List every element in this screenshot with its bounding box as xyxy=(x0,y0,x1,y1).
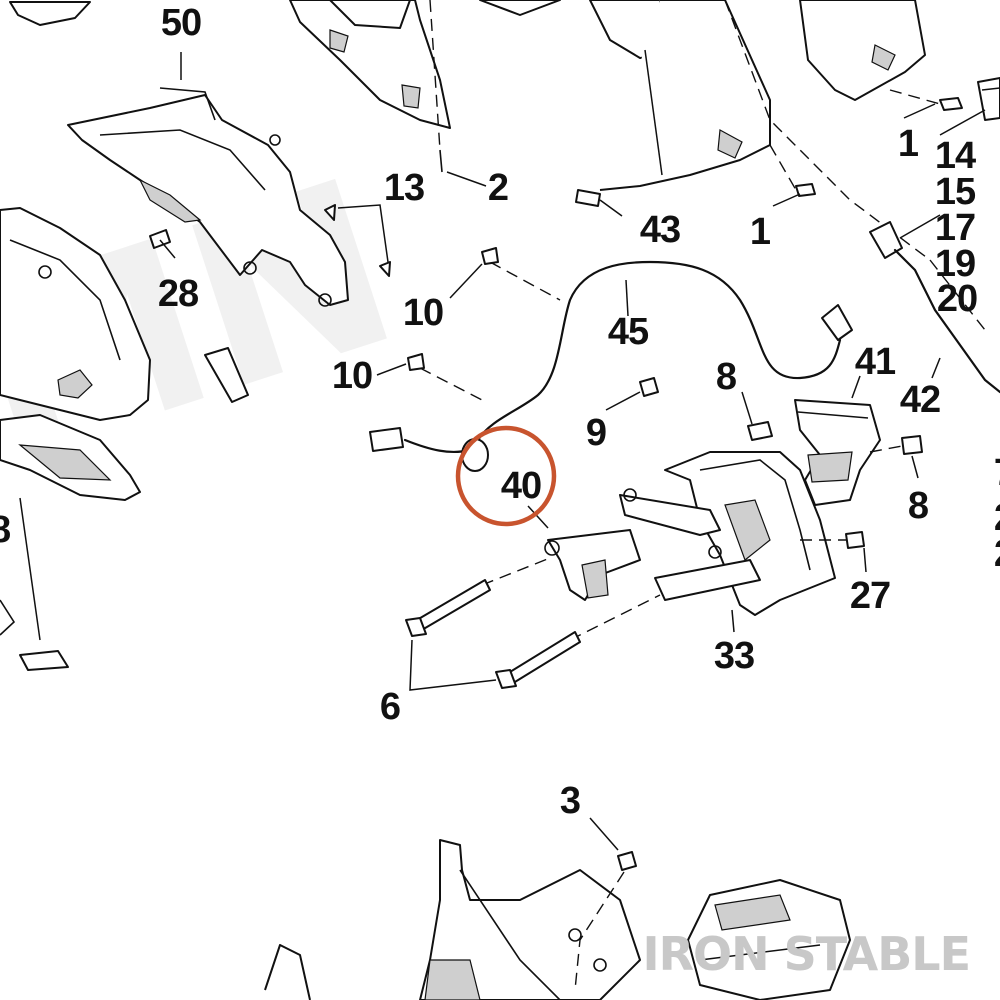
callout-2-partial-a: 2 xyxy=(994,497,1000,539)
harness-clip-dash-b xyxy=(419,367,483,401)
grommet-part-40 xyxy=(461,438,489,472)
bolt-part-27 xyxy=(845,531,865,549)
callout-27: 27 xyxy=(850,575,890,617)
connector-right-plug xyxy=(821,304,853,341)
bolt-part-6b xyxy=(504,631,581,686)
fastener-part-3 xyxy=(617,851,637,871)
callout-41: 41 xyxy=(855,341,896,383)
harness-pigtail xyxy=(403,438,472,454)
callout-33: 33 xyxy=(714,635,754,677)
callout-1a: 1 xyxy=(898,123,919,165)
callout-17: 17 xyxy=(935,207,975,249)
bolt-part-1b xyxy=(769,144,816,197)
bolt-part-6b-head xyxy=(495,669,517,689)
clip-part-10b xyxy=(407,353,425,371)
top-left-fragment xyxy=(9,1,91,26)
nut-part-8a xyxy=(747,421,773,441)
pin-part-2 xyxy=(439,149,443,173)
callout-10a: 10 xyxy=(403,292,443,334)
bolt-part-6a-head xyxy=(405,617,427,637)
callout-9: 9 xyxy=(586,412,606,454)
watermark-text: IRON STABLE xyxy=(643,927,971,981)
bolt-axis-upper xyxy=(481,557,551,586)
connector-left-plug xyxy=(369,427,404,452)
callout-45: 45 xyxy=(608,311,649,353)
callout-7-partial: 7 xyxy=(994,452,1000,494)
fastener-part-13b xyxy=(379,261,391,277)
left-edge-fragment xyxy=(0,599,16,636)
callout-43: 43 xyxy=(640,209,680,251)
fastener-part-9 xyxy=(639,377,659,397)
callout-28: 28 xyxy=(158,273,198,315)
clip-part-10a xyxy=(481,247,499,265)
callout-18-partial: 18 xyxy=(0,509,10,551)
connector-part-15-20 xyxy=(869,221,1000,394)
nut-part-8b xyxy=(901,435,923,455)
callout-2-partial-b: 2 xyxy=(994,533,1000,575)
callout-40: 40 xyxy=(501,465,541,507)
callout-50: 50 xyxy=(161,2,201,44)
callout-15: 15 xyxy=(935,171,976,213)
nut-8-dash xyxy=(869,445,903,453)
taillight-housing xyxy=(0,207,151,501)
bolt-part-1a xyxy=(889,89,963,111)
callout-8b: 8 xyxy=(908,485,928,527)
bolt-axis-lower xyxy=(569,594,661,641)
pin-axis-2 xyxy=(429,0,441,151)
callout-19: 19 xyxy=(935,243,975,285)
rear-cowl xyxy=(289,0,926,207)
highlight-ring-part-40 xyxy=(455,425,557,527)
lower-frame-bracket xyxy=(264,839,641,1000)
part-50-fairing-frame xyxy=(67,87,349,307)
callout-3: 3 xyxy=(560,780,580,822)
callout-6: 6 xyxy=(380,686,400,728)
ecu-module xyxy=(687,879,851,1000)
callout-1b: 1 xyxy=(750,211,771,253)
harness-clip-dash-a xyxy=(489,261,561,301)
wire-dash-42 xyxy=(929,259,986,331)
callout-10b: 10 xyxy=(332,355,372,397)
reflector-part xyxy=(204,347,249,403)
callout-8a: 8 xyxy=(716,356,736,398)
fastener-part-13a xyxy=(324,204,336,221)
left-bottom-pad xyxy=(19,650,69,671)
callout-13: 13 xyxy=(384,167,424,209)
callout-14: 14 xyxy=(935,135,976,177)
bracket-part-33 xyxy=(544,451,836,616)
connector-part-14 xyxy=(977,77,1000,121)
bracket-part-41 xyxy=(794,399,881,506)
fastener-part-28 xyxy=(149,229,171,249)
callout-20: 20 xyxy=(937,278,977,320)
callout-2: 2 xyxy=(488,167,508,209)
callout-labels: 50 2 13 43 1 1 14 15 17 19 20 28 10 10 4… xyxy=(0,2,1000,822)
fastener-3-dash xyxy=(574,871,625,991)
leader-lines xyxy=(19,49,986,851)
harness-part-45 xyxy=(476,260,842,442)
callout-42: 42 xyxy=(900,379,940,421)
